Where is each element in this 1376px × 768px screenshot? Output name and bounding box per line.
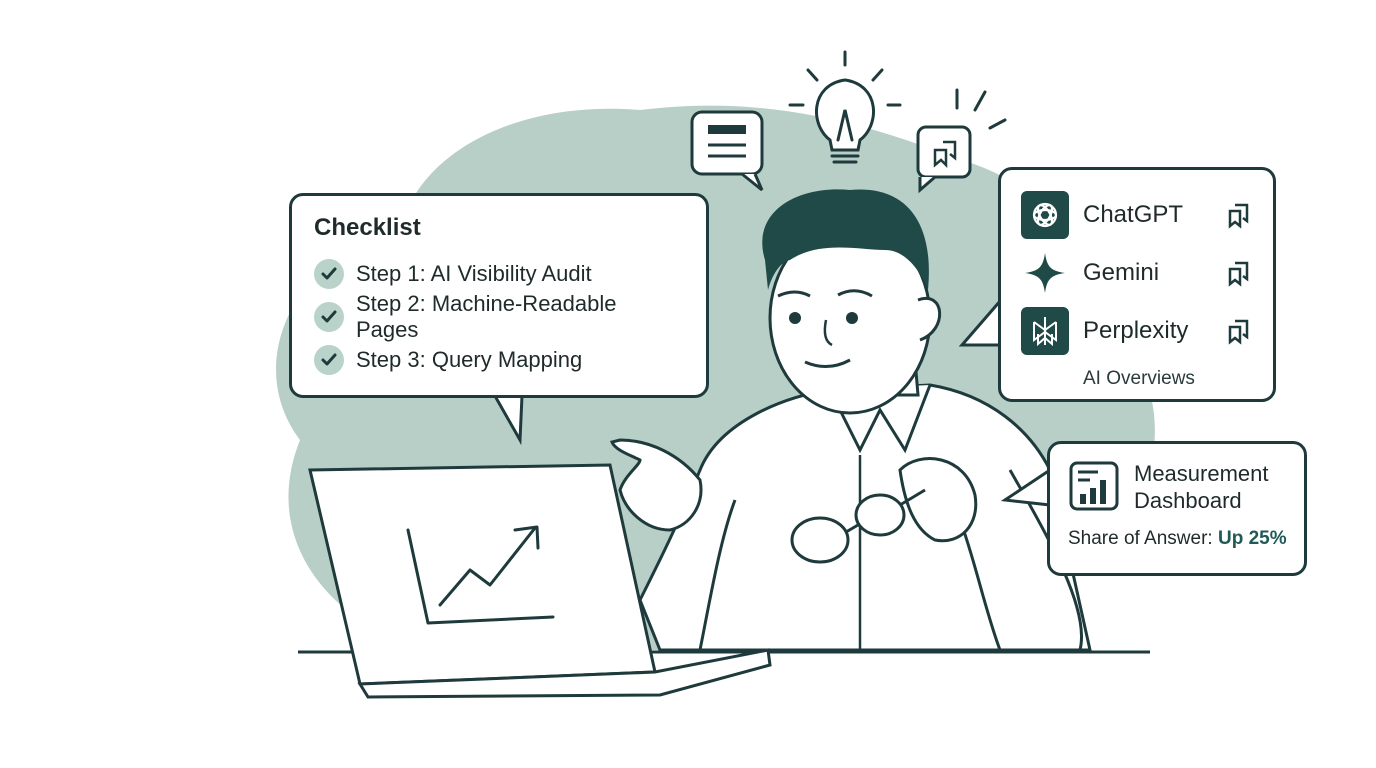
checklist-step-label: Step 3: Query Mapping — [356, 346, 583, 372]
metric-value: Up 25% — [1217, 528, 1287, 549]
ai-platform-name: Perplexity — [1083, 317, 1189, 344]
dashboard-title-line2: Dashboard — [1134, 488, 1242, 513]
checklist-step: Step 3: Query Mapping — [314, 338, 684, 381]
right-eye — [846, 312, 858, 324]
ai-platform-item: Perplexity — [1021, 302, 1253, 360]
glasses-icon — [790, 488, 926, 564]
citation-icon — [1228, 261, 1249, 287]
laptop-base — [357, 648, 772, 699]
left-eye — [789, 312, 801, 324]
chatgpt-logo-icon — [1021, 191, 1069, 239]
person-hair — [762, 189, 929, 290]
right-brow — [837, 289, 873, 298]
checklist-title: Checklist — [314, 214, 421, 241]
right-arm — [958, 469, 1083, 652]
trend-chart-icon — [406, 525, 555, 625]
checklist-step: Step 1: AI Visibility Audit — [314, 252, 684, 295]
citation-icon — [1228, 319, 1249, 345]
checklist-step-label: Step 1: AI Visibility Audit — [356, 260, 592, 286]
ai-platform-item: Gemini — [1021, 244, 1253, 302]
chat-bubble-icon — [690, 110, 764, 192]
pointing-hand — [610, 438, 703, 532]
gemini-star-icon — [1021, 249, 1069, 297]
ai-platform-name: ChatGPT — [1083, 201, 1184, 228]
checklist-step: Step 2: Machine-Readable Pages — [314, 291, 684, 342]
measurement-dashboard-card: Measurement Dashboard Share of Answer: U… — [1047, 441, 1307, 576]
checkmark-icon — [314, 258, 344, 289]
right-hand — [898, 457, 978, 543]
citation-icon — [1228, 203, 1249, 229]
checklist-card: Checklist Step 1: AI Visibility Audit St… — [289, 193, 709, 398]
ai-platform-name: Gemini — [1083, 259, 1160, 286]
checklist-tail — [493, 395, 524, 446]
dashboard-tail — [1000, 468, 1051, 507]
ai-platform-item: ChatGPT — [1021, 186, 1253, 244]
left-brow — [777, 290, 811, 298]
signal-rays-icon — [955, 88, 1007, 130]
checkmark-icon — [314, 344, 344, 375]
checkmark-icon — [314, 301, 344, 332]
checklist-step-label: Step 2: Machine-Readable Pages — [356, 290, 617, 342]
laptop-screen — [308, 463, 657, 686]
perplexity-logo-icon — [1021, 307, 1069, 355]
dashboard-chart-icon — [1069, 461, 1119, 511]
share-of-answer-metric: Share of Answer: Up 25% — [1068, 528, 1287, 550]
metric-label: Share of Answer: — [1068, 528, 1213, 549]
mouth — [804, 358, 851, 368]
lightbulb-icon — [788, 50, 902, 164]
person-ear — [917, 296, 942, 342]
ai-overviews-label: AI Overviews — [1083, 368, 1195, 389]
dashboard-title-line1: Measurement — [1134, 461, 1269, 486]
ai-panel-tail — [958, 299, 1003, 347]
ai-platforms-card: ChatGPT Gemini Perplexity AI Overviews — [998, 167, 1276, 402]
nose — [823, 319, 833, 347]
citation-bubble-icon — [916, 125, 972, 194]
